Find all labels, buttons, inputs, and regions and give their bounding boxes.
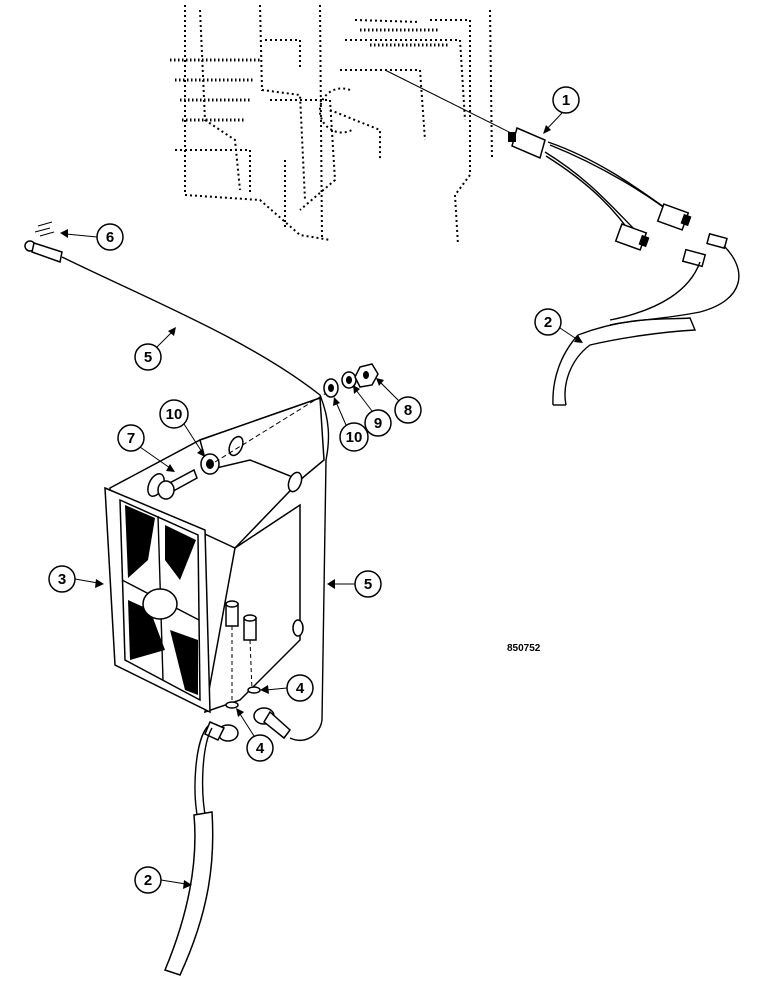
callout-10-left-label: 10 bbox=[166, 406, 183, 423]
callout-1 bbox=[552, 86, 580, 114]
callout-6-label: 6 bbox=[106, 229, 114, 246]
callout-9-label: 9 bbox=[374, 415, 382, 432]
callout-2-upper-label: 2 bbox=[544, 314, 552, 331]
callout-8 bbox=[394, 396, 422, 424]
harness-sleeve-lower bbox=[163, 725, 214, 976]
callout-4-lower bbox=[246, 734, 274, 762]
callout-4-lower-label: 4 bbox=[256, 740, 265, 757]
callout-1-label: 1 bbox=[562, 92, 570, 109]
engine-block-phantom bbox=[170, 4, 493, 246]
callout-5-upper-label: 5 bbox=[144, 349, 152, 366]
sensor-switch bbox=[384, 69, 728, 268]
callout-9 bbox=[364, 409, 392, 437]
callouts: 1 2 2 3 4 4 5 5 bbox=[48, 86, 583, 894]
callout-8-label: 8 bbox=[404, 402, 412, 419]
callout-7-label: 7 bbox=[127, 430, 135, 447]
callout-3-label: 3 bbox=[58, 571, 66, 588]
bolt-and-washer bbox=[157, 391, 329, 500]
ground-wire bbox=[24, 221, 330, 741]
hardware-stack bbox=[323, 363, 379, 398]
harness-sleeve-upper bbox=[552, 245, 740, 406]
figure-reference-number: 850752 bbox=[507, 643, 541, 654]
callout-4-right-label: 4 bbox=[296, 680, 305, 697]
callout-5-right-label: 5 bbox=[364, 576, 372, 593]
callout-7 bbox=[117, 424, 145, 452]
callout-2-lower-label: 2 bbox=[144, 872, 152, 889]
callout-5-upper bbox=[134, 343, 162, 371]
callout-10-left bbox=[159, 399, 189, 429]
callout-10-right-label: 10 bbox=[346, 429, 363, 446]
callout-10-right bbox=[339, 422, 369, 452]
callout-2-upper bbox=[534, 308, 562, 336]
